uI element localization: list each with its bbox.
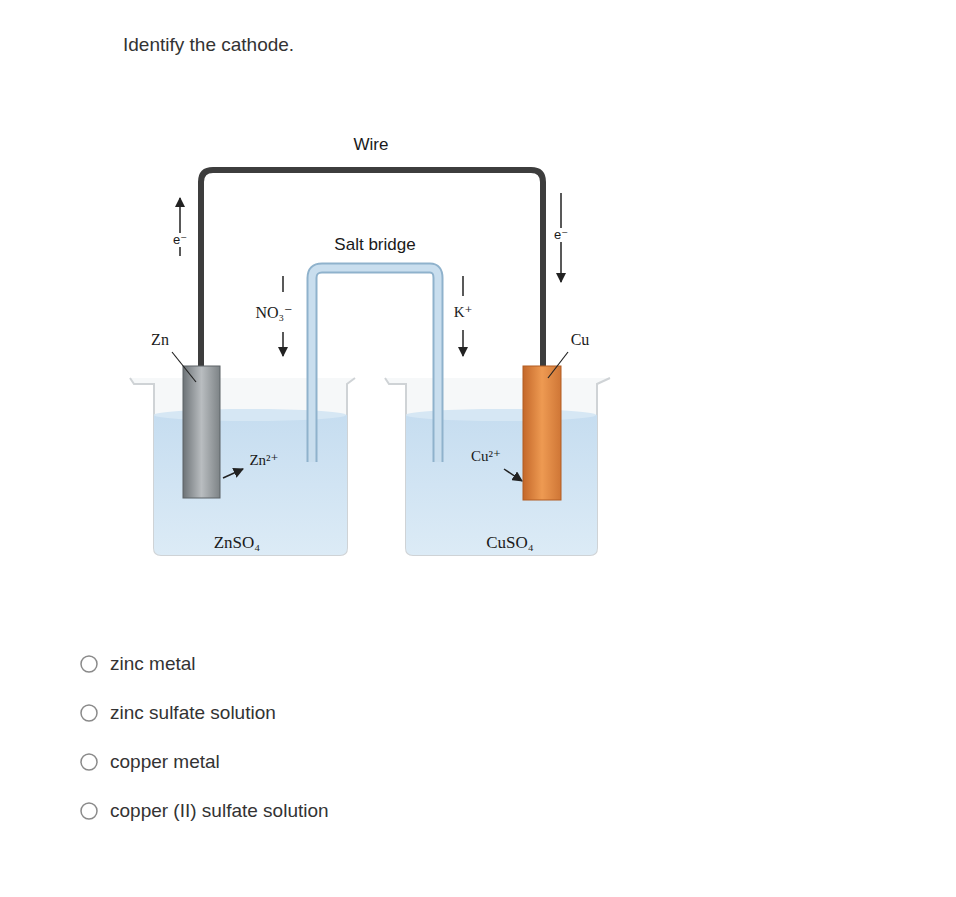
- cation-label: K⁺: [453, 304, 474, 321]
- electron-label: e⁻: [172, 233, 188, 248]
- beaker: [130, 378, 355, 555]
- radio-button: [81, 656, 97, 672]
- electrode-label: Zn: [150, 331, 170, 349]
- solution-label: ZnSO₄: [213, 533, 262, 553]
- zinc-electrode: [183, 366, 220, 498]
- wire-label: Wire: [353, 135, 390, 155]
- salt-bridge-label: Salt bridge: [333, 235, 416, 255]
- beaker: [385, 378, 610, 555]
- radio-buttons: [81, 656, 97, 819]
- solution-label: CuSO₄: [485, 533, 535, 553]
- anion-label: NO₃⁻: [254, 304, 293, 322]
- electrode-label: Cu: [570, 331, 591, 349]
- leader-line: [548, 352, 568, 378]
- salt-bridge: [312, 268, 438, 462]
- ion-arrow: [462, 276, 464, 296]
- answer-option: copper (II) sulfate solution: [109, 800, 330, 822]
- ion-label: Cu²⁺: [470, 448, 502, 465]
- salt-bridge: [312, 268, 438, 462]
- ion-arrow: [504, 469, 522, 481]
- answer-option: copper metal: [109, 751, 221, 773]
- copper-electrode: [523, 366, 561, 500]
- radio-button: [81, 803, 97, 819]
- electron-label: e⁻: [553, 228, 569, 243]
- ion-arrow: [223, 469, 243, 478]
- answer-option: zinc sulfate solution: [109, 702, 277, 724]
- radio-button: [81, 705, 97, 721]
- ion-arrow: [282, 332, 284, 356]
- radio-button: [81, 754, 97, 770]
- question-title: Identify the cathode.: [123, 34, 294, 56]
- answer-option: zinc metal: [109, 653, 197, 675]
- leader-line: [172, 352, 196, 382]
- ion-label: Zn²⁺: [248, 452, 279, 469]
- ion-arrow: [462, 330, 464, 356]
- ion-arrow: [282, 276, 284, 292]
